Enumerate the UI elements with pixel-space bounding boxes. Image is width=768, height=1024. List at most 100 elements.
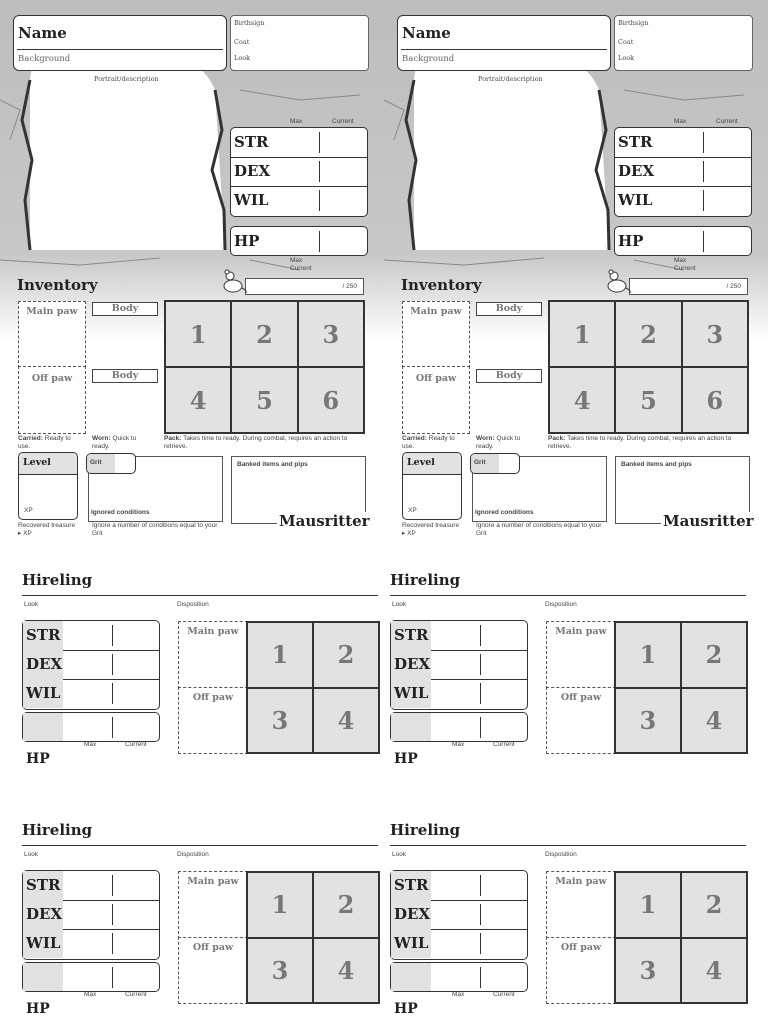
hireling-pack-slot[interactable]: 4 [313, 687, 379, 753]
recovered-arrow: ▸ [18, 530, 22, 537]
hireling-pack-slot[interactable]: 3 [247, 687, 313, 753]
off-paw-slot[interactable]: Off paw [402, 366, 470, 434]
hireling-pack-slot[interactable]: 1 [615, 622, 681, 688]
pack-slot[interactable]: 5 [615, 367, 682, 433]
pack-slot[interactable]: 3 [681, 301, 748, 367]
hireling-disposition-label: Disposition [177, 601, 209, 608]
pack-slot[interactable]: 6 [297, 367, 364, 433]
hireling-main-paw-slot[interactable]: Main paw [546, 871, 616, 939]
hireling-stat-divider [112, 625, 113, 646]
hireling-stat-divider [112, 875, 113, 896]
hireling-main-paw-slot[interactable]: Main paw [546, 621, 616, 689]
hireling-stat-divider [480, 875, 481, 896]
hireling-pack-slot[interactable]: 2 [681, 622, 747, 688]
pack-slot[interactable]: 2 [615, 301, 682, 367]
hireling-stat-divider [112, 654, 113, 675]
main-paw-slot[interactable]: Main paw [18, 301, 86, 368]
hireling-hp-row [391, 963, 527, 992]
body-slot[interactable]: Body [92, 369, 158, 383]
hireling-current-label: Current [125, 991, 147, 998]
name-label: Name [18, 24, 67, 42]
hireling-stat-shade [391, 621, 431, 650]
stat-label: STR [618, 133, 653, 151]
stat-row-str: STR [615, 128, 751, 158]
hireling-rule [390, 595, 746, 596]
hireling-stat-label: STR [26, 876, 61, 894]
current-heading: Current [716, 118, 738, 125]
hireling-stat-row-dex: DEX [23, 900, 159, 930]
hireling-off-paw-slot[interactable]: Off paw [546, 687, 616, 754]
hireling-stat-shade [23, 621, 63, 650]
main-paw-slot[interactable]: Main paw [402, 301, 470, 368]
pack-text: Takes time to ready. During combat, requ… [164, 435, 348, 450]
hireling-stat-row-str: STR [391, 621, 527, 651]
hireling-disposition-label: Disposition [545, 851, 577, 858]
off-paw-label: Off paw [415, 373, 457, 384]
hireling-off-paw-label: Off paw [560, 942, 602, 953]
pack-slot[interactable]: 4 [165, 367, 232, 433]
pips-box[interactable]: / 250 [629, 278, 748, 295]
hireling-pack-slot[interactable]: 4 [313, 937, 379, 1003]
level-header: Level [403, 453, 461, 475]
hireling-off-paw-slot[interactable]: Off paw [178, 937, 248, 1004]
hireling-pack-slot[interactable]: 1 [615, 872, 681, 938]
hireling-pack-slot[interactable]: 4 [681, 937, 747, 1003]
pack-slot[interactable]: 6 [681, 367, 748, 433]
stat-label: WIL [618, 191, 653, 209]
hireling-stat-divider [112, 683, 113, 704]
off-paw-label: Off paw [31, 373, 73, 384]
body-slot[interactable]: Body [92, 302, 158, 316]
hireling-hp-label: HP [26, 1001, 50, 1017]
pack-slot[interactable]: 1 [165, 301, 232, 367]
hireling-hp-divider [480, 717, 481, 738]
hireling-title: Hireling [22, 821, 93, 839]
pack-slot[interactable]: 4 [549, 367, 616, 433]
hireling-pack-slot[interactable]: 2 [313, 872, 379, 938]
pack-slot[interactable]: 5 [231, 367, 298, 433]
background-label: Background [402, 54, 455, 64]
hireling-main-paw-slot[interactable]: Main paw [178, 621, 248, 689]
mouse-icon [218, 268, 248, 294]
hireling-stat-divider [480, 904, 481, 925]
hireling-off-paw-slot[interactable]: Off paw [546, 937, 616, 1004]
hireling-pack-slot[interactable]: 2 [681, 872, 747, 938]
hireling-pack-slot[interactable]: 3 [615, 687, 681, 753]
hireling-pack-slot[interactable]: 4 [681, 687, 747, 753]
level-label: Level [23, 457, 51, 468]
hireling-stat-shade [391, 871, 431, 900]
xp-label: XP [24, 507, 33, 514]
hireling-pack-slot[interactable]: 3 [247, 937, 313, 1003]
hireling-pack-slot[interactable]: 2 [313, 622, 379, 688]
grit-tab: Grit [86, 453, 136, 474]
pips-box[interactable]: / 250 [245, 278, 364, 295]
hireling-stat-divider [480, 625, 481, 646]
hireling-pack-slot[interactable]: 1 [247, 872, 313, 938]
body-slot[interactable]: Body [476, 302, 542, 316]
hireling-stat-label: WIL [394, 934, 429, 952]
hireling-title: Hireling [390, 571, 461, 589]
hireling-pack-slot[interactable]: 1 [247, 622, 313, 688]
pack-slot[interactable]: 3 [297, 301, 364, 367]
hireling-off-paw-slot[interactable]: Off paw [178, 687, 248, 754]
hp-box: HP [230, 226, 368, 256]
hireling-look-label: Look [392, 601, 407, 608]
hireling-pack-slot[interactable]: 3 [615, 937, 681, 1003]
pack-slot[interactable]: 1 [549, 301, 616, 367]
hireling-hp-divider [112, 717, 113, 738]
hireling-main-paw-slot[interactable]: Main paw [178, 871, 248, 939]
pack-slot[interactable]: 2 [231, 301, 298, 367]
off-paw-slot[interactable]: Off paw [18, 366, 86, 434]
body-slot[interactable]: Body [476, 369, 542, 383]
